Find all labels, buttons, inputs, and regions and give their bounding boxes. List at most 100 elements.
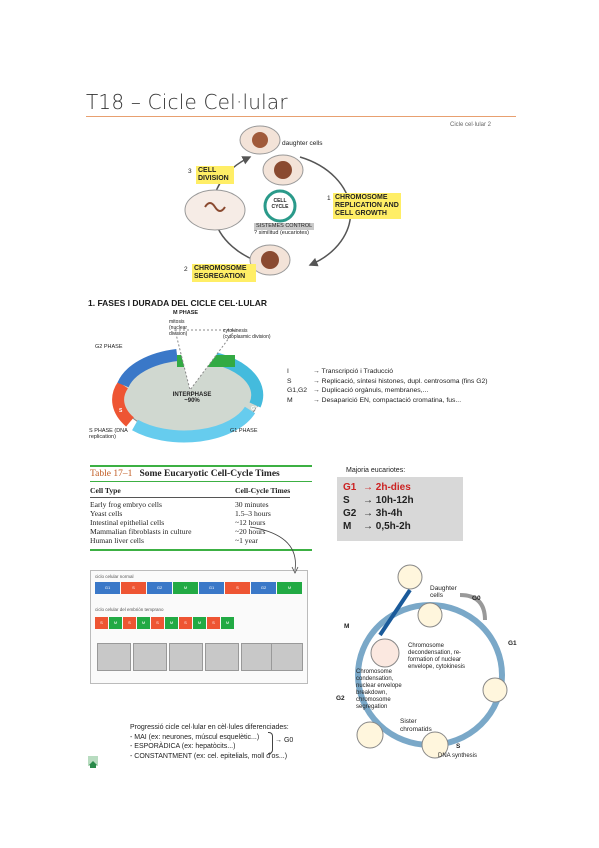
euk-row-g2: G2→ 3h-4h [343, 507, 463, 520]
euk-row-g1: G1→ 2h-dies [343, 481, 463, 494]
cell-type: Mammalian fibroblasts in culture [90, 527, 192, 536]
cycle-phase-bar: S [151, 617, 164, 629]
daughter-cell-icon [397, 564, 423, 590]
step2-number: 2 [184, 266, 188, 273]
cycle-center-line2: CYCLE [271, 204, 289, 210]
legend-text: → Desaparició EN, compactació cromatina,… [313, 396, 462, 404]
g0-arrow-text: → G0 [275, 737, 294, 744]
cycle-phase-bar: S [225, 582, 250, 594]
detailed-cycle-svg [355, 564, 508, 759]
g1-label: G1 [508, 640, 517, 647]
cytokinesis-label: cytokinesis (cytoplasmic division) [223, 328, 271, 340]
m-marker: M [195, 348, 200, 354]
detailed-cycle-diagram: Daughter cells G0 G1 G2 M S DNA synthesi… [330, 555, 520, 765]
step3-label: CELL DIVISION [196, 166, 234, 184]
phase-legend: I→ Transcripció i Traducció S→ Replicaci… [287, 367, 488, 405]
cycle-phase-bar: M [165, 617, 178, 629]
s-marker: S [119, 408, 123, 414]
cycle-phase-bar: G2 [147, 582, 172, 594]
m-phase-label: M PHASE [173, 310, 199, 316]
cycle-phase-bar: G1 [95, 582, 120, 594]
progression-item: - CONSTANTMENT (ex: cel. epitelials, mol… [130, 752, 288, 760]
legend-text: → Transcripció i Traducció [313, 368, 394, 375]
dna-synthesis-label: DNA synthesis [438, 753, 478, 759]
progression-item: - ESPORÀDICA (ex: hepatòcits...) [130, 743, 236, 750]
legend-key: G1,G2 [287, 387, 308, 394]
euk-row-m: M → 0,5h-2h [343, 520, 463, 533]
cell-type: Intestinal epithelial cells [90, 518, 165, 527]
eukaryotes-heading: Majoria eucariotes: [346, 467, 406, 474]
step3-number: 3 [188, 168, 192, 175]
cycle-center-label: CELL CYCLE [270, 198, 290, 210]
step1-number: 1 [327, 195, 331, 202]
home-icon [88, 756, 98, 768]
cycle-phase-bar: S [179, 617, 192, 629]
cell-time: 30 minutes [235, 500, 269, 509]
col-cell-type: Cell Type [90, 486, 121, 495]
legend-row: S→ Replicació, síntesi histones, dupl. c… [287, 377, 488, 387]
mitosis-label: mitosis (nuclear division) [169, 319, 188, 337]
legend-key: M [287, 396, 293, 404]
table-to-figure-arrow [249, 526, 299, 574]
cycle-phase-bar: S [121, 582, 146, 594]
g2-arc [117, 349, 178, 388]
table-row: Intestinal epithelial cells ~12 hours [90, 518, 290, 527]
table-header-row: Cell Type Cell-Cycle Times [90, 486, 290, 498]
euk-value: → 2h-dies [363, 482, 411, 493]
cycle-phase-bar: G2 [251, 582, 276, 594]
dividing-cell-icon [184, 189, 246, 231]
s-phase-label: S PHASE (DNA replication) [89, 428, 128, 440]
times-table: Cell Type Cell-Cycle Times Early frog em… [90, 486, 291, 545]
progression-item: - MAI (ex: neurones, múscul esquelètic..… [130, 733, 260, 741]
euk-key: S [343, 495, 350, 506]
euk-value: → 3h-4h [363, 508, 403, 519]
step2-label: CHROMOSOME SEGREGATION [192, 264, 256, 282]
embryo-photo [205, 643, 239, 671]
euk-value: → 0,5h-2h [363, 521, 411, 532]
control-line2: ? similitud (eucariotes) [254, 230, 310, 236]
cycle-phase-bar: M [173, 582, 198, 594]
cycle-phase-bar: M [109, 617, 122, 629]
cell-time: 1.5–3 hours [235, 509, 271, 518]
embryo-photo [97, 643, 131, 671]
mitotic-cell-icon [370, 638, 400, 668]
g1-cell-icon [482, 677, 508, 703]
normal-cycle-label: ciclo celular normal [95, 574, 134, 579]
legend-text: → Replicació, síntesi histones, dupl. ce… [313, 377, 488, 385]
g0-label: G0 [472, 595, 481, 602]
cycle-phase-bar: S [95, 617, 108, 629]
cycle-phase-bar: S [123, 617, 136, 629]
cycle-phase-bar: M [277, 582, 302, 594]
control-label: SISTEMES CONTROL ? similitud (eucariotes… [254, 223, 315, 237]
embryo-photo [271, 643, 303, 671]
progression-brace [268, 732, 273, 754]
section-heading: 1. FASES I DURADA DEL CICLE CEL·LULAR [88, 298, 267, 308]
phase-wheel-svg [112, 329, 264, 443]
g2-label: G2 [336, 695, 345, 702]
daughter-cell-icon [417, 602, 443, 628]
euk-key: M [343, 521, 352, 532]
legend-row: I→ Transcripció i Traducció [287, 367, 488, 377]
interphase-label: INTERPHASE ~90% [167, 392, 217, 404]
eukaryotes-box: G1→ 2h-dies S → 10h-12h G2→ 3h-4h M → 0,5h… [337, 477, 463, 541]
control-line1: SISTEMES CONTROL [254, 223, 315, 230]
table-row: Yeast cells 1.5–3 hours [90, 509, 290, 518]
daughter-cells-text: Daughter cells [430, 585, 457, 599]
condensation-label: Chromosome condensation, nuclear envelop… [356, 669, 402, 710]
cycle-phase-bar: M [221, 617, 234, 629]
cell-cycle-table: Table 17–1 Some Eucaryotic Cell-Cycle Ti… [90, 465, 312, 551]
cell-type: Early frog embryo cells [90, 500, 162, 509]
cell-cycle-svg [184, 125, 352, 276]
cell-type: Yeast cells [90, 509, 123, 518]
table-row: Early frog embryo cells 30 minutes [90, 500, 290, 509]
cell-time: ~20 hours [235, 527, 266, 536]
legend-row: G1,G2→ Duplicació orgànuls, membranes,..… [287, 386, 488, 396]
cycle-phase-bar: G1 [199, 582, 224, 594]
cell-time: ~12 hours [235, 518, 266, 527]
embryo-photo [241, 643, 275, 671]
euk-value: → 10h-12h [363, 495, 414, 506]
step1-label: CHROMOSOME REPLICATION AND CELL GROWTH [333, 193, 401, 219]
progression-heading: Progressió cicle cel·lular en cèl·lules … [130, 724, 289, 731]
